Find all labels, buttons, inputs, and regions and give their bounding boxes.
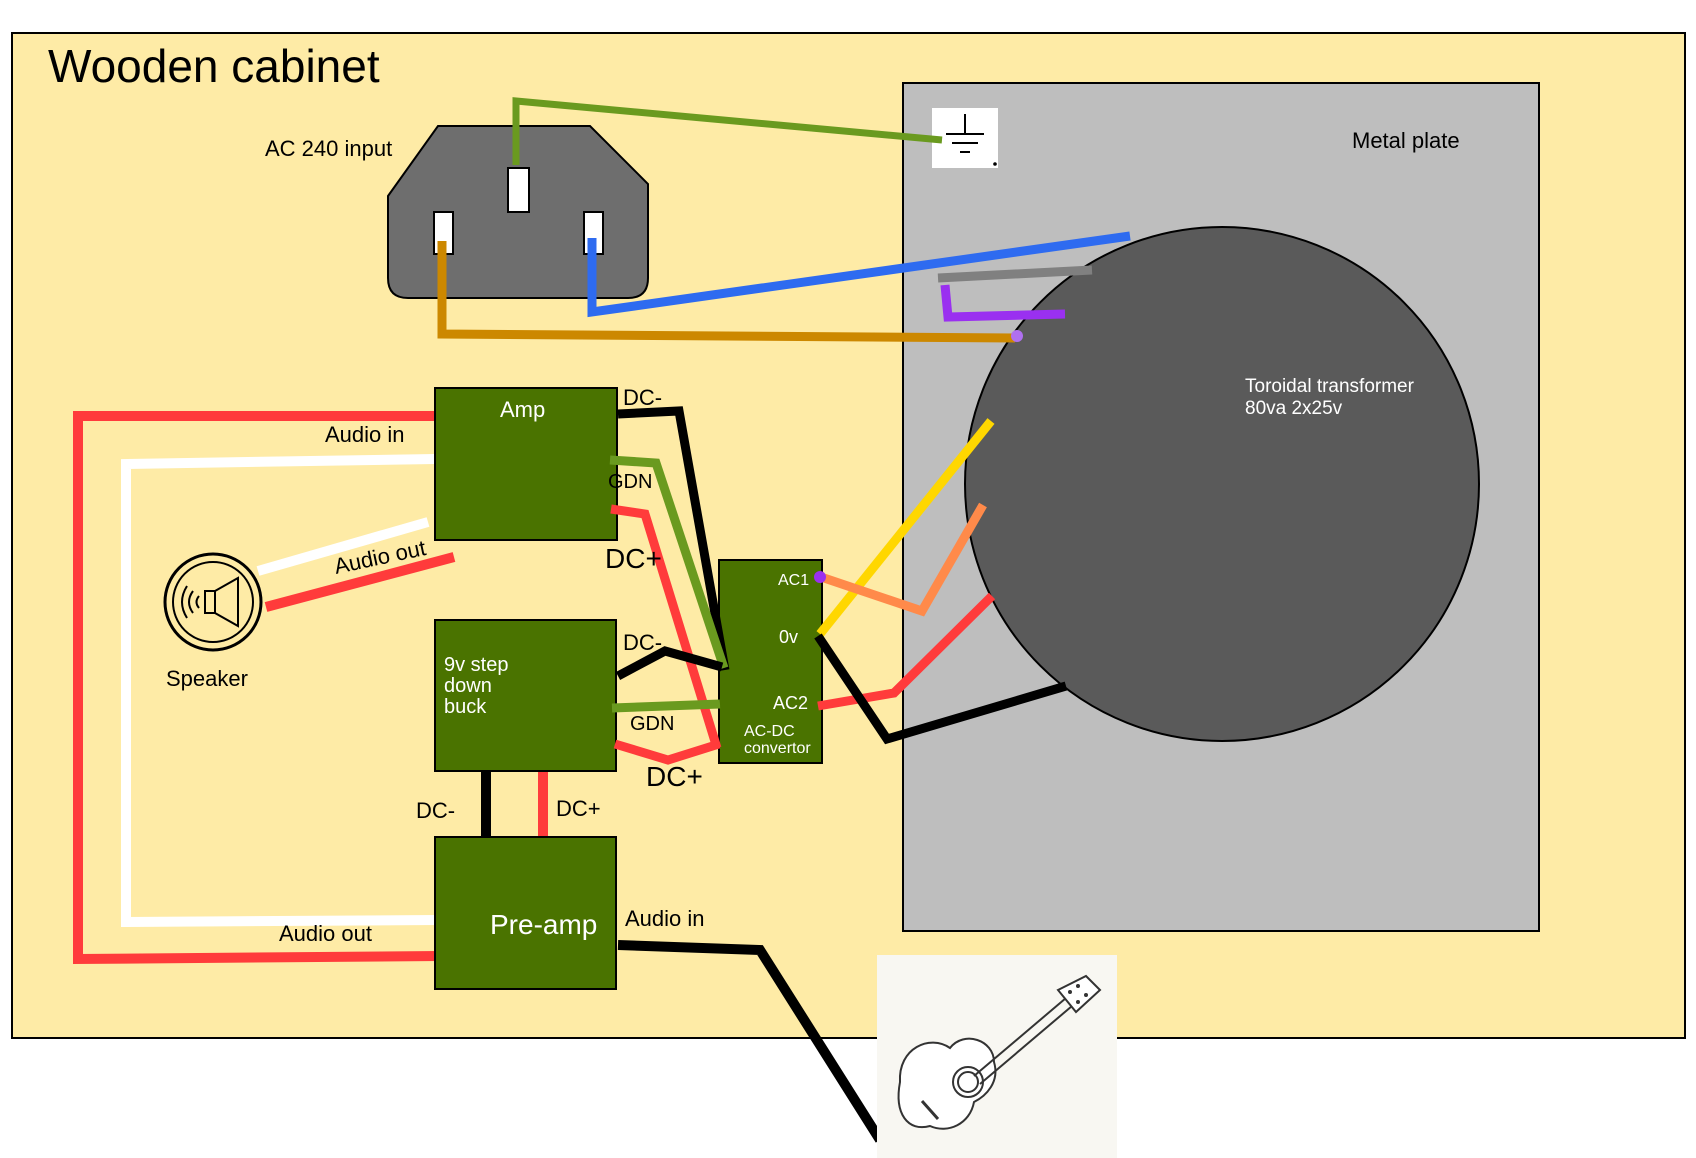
amp-gnd-label: GDN xyxy=(608,471,652,493)
toroidal-transformer xyxy=(964,226,1480,742)
acdc-ac1-label: AC1 xyxy=(778,572,809,589)
amp-dc-minus-label: DC- xyxy=(623,385,662,410)
cabinet-title: Wooden cabinet xyxy=(48,40,380,92)
amp-dc-plus-label: DC+ xyxy=(605,543,662,574)
amp-title: Amp xyxy=(500,397,545,422)
preamp-audio-in-label: Audio in xyxy=(625,906,705,931)
purple-primary-wire xyxy=(940,284,1066,322)
ac-input-label: AC 240 input xyxy=(265,136,392,161)
earth-wire xyxy=(512,97,943,165)
acdc-board xyxy=(718,559,823,764)
ac1-joint xyxy=(814,571,826,583)
buck-dc-minus-label: DC- xyxy=(623,630,662,655)
buck-gnd-label: GDN xyxy=(630,713,674,735)
speaker-white-wire xyxy=(256,517,430,576)
red-audio-loop-wire xyxy=(73,411,441,965)
acdc-title-line1: AC-DC xyxy=(744,723,795,740)
preamp-title: Pre-amp xyxy=(490,909,597,940)
purple-joint xyxy=(1011,330,1023,342)
ground-symbol-icon xyxy=(932,108,998,168)
acoustic-guitar-icon xyxy=(877,955,1117,1158)
buck-dc-minus-wire xyxy=(615,646,724,680)
buck-title-line2: down xyxy=(444,675,492,697)
blue-neutral-wire xyxy=(587,231,1131,318)
guitar-cable xyxy=(617,940,885,1143)
grey-primary-wire xyxy=(937,265,1093,283)
buck-board xyxy=(434,619,617,772)
speaker-red-wire xyxy=(264,552,456,612)
orange-secondary-wire xyxy=(822,502,987,617)
buck-dc-plus-label: DC+ xyxy=(646,761,703,792)
ac-input-socket xyxy=(387,125,649,299)
white-audio-loop-wire xyxy=(121,454,439,928)
amp-dc-plus-wire xyxy=(610,504,722,750)
speaker-icon xyxy=(163,552,263,652)
amp-gnd-wire xyxy=(609,455,729,670)
acdc-0v-label: 0v xyxy=(779,627,798,647)
buck-title-line3: buck xyxy=(444,696,487,718)
transformer-rating: 80va 2x25v xyxy=(1245,398,1343,419)
metal-plate-label: Metal plate xyxy=(1352,128,1460,153)
brown-live-wire xyxy=(437,241,1016,343)
acdc-ac2-label: AC2 xyxy=(773,693,808,713)
buck-dc-plus-wire xyxy=(613,739,721,765)
buck-out-minus-label: DC- xyxy=(416,798,455,823)
preamp-audio-out-label: Audio out xyxy=(279,921,372,946)
acdc-title-line2: convertor xyxy=(744,740,811,757)
buck-gnd-wire xyxy=(611,699,721,713)
buck-out-plus-label: DC+ xyxy=(556,796,601,821)
transformer-label: Toroidal transformer xyxy=(1245,376,1415,397)
yellow-secondary-wire xyxy=(816,418,995,637)
amp-dc-minus-wire xyxy=(617,406,730,671)
buck-title-line1: 9v step xyxy=(444,654,508,676)
amp-board xyxy=(434,387,618,541)
speaker-label: Speaker xyxy=(166,666,248,691)
amp-audio-in-label: Audio in xyxy=(325,422,405,447)
black-secondary-wire xyxy=(814,633,1068,745)
red-secondary-wire xyxy=(817,592,996,711)
preamp-board xyxy=(434,836,617,990)
